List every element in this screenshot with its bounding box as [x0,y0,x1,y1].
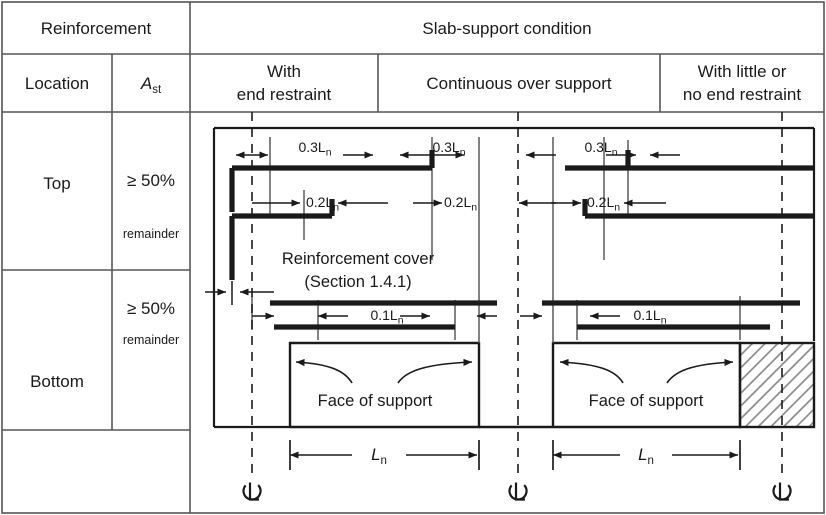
dim-01Ln-labels: 0.1Ln 0.1Ln [370,307,666,327]
dim-label-Ln-1: Ln [371,445,387,467]
top-bars-secondary [229,199,814,280]
dim-label-01Ln-2: 0.1Ln [633,307,666,327]
face-of-support-left-group: Face of support [295,358,473,410]
table-row-bottom: Bottom ≥ 50% remainder [30,299,179,391]
header-col-with-end-restraint-l2: end restraint [237,85,332,104]
span-dim-group [289,440,741,470]
row-top-secondary: remainder [123,227,179,241]
dim-label-02Ln-3: 0.2Ln [587,194,620,214]
slab-outline [212,126,816,429]
header-col-with-end-restraint-l1: With [267,62,301,81]
dim-label-01Ln-1: 0.1Ln [370,307,403,327]
row-top-primary: ≥ 50% [127,171,175,190]
table-header-row1: Reinforcement Slab-support condition [41,19,592,38]
header-location: Location [25,74,89,93]
dim-label-Ln-2: Ln [638,445,654,467]
cover-callout: Reinforcement cover (Section 1.4.1) [282,250,435,291]
dim-label-03Ln-2: 0.3Ln [432,139,465,159]
cover-note-line2: (Section 1.4.1) [304,273,411,291]
dim-03Ln-labels: 0.3Ln 0.3Ln 0.3Ln [298,139,617,159]
face-of-support-label-left: Face of support [318,392,433,410]
leader-left-b [397,358,473,384]
header-col-little-no-restraint-l1: With little or [698,62,787,81]
table-header-row2: Location Ast With end restraint Continuo… [25,62,801,104]
cover-dim-arrows [205,281,274,305]
header-ast: Ast [140,74,162,96]
header-slab-support-condition: Slab-support condition [422,19,591,38]
centerline-symbol-1 [242,481,262,501]
face-of-support-label-right: Face of support [589,392,704,410]
leader-left-a [295,358,353,384]
cover-note-line1: Reinforcement cover [282,250,435,268]
centerline-symbol-3 [772,481,792,501]
support-blocks [288,341,742,429]
header-reinforcement: Reinforcement [41,19,152,38]
row-bottom-primary: ≥ 50% [127,299,175,318]
row-bottom-secondary: remainder [123,333,179,347]
leader-right-b [666,358,734,384]
centerline-symbols [242,481,792,501]
hatched-end-support [738,341,816,429]
span-dim-labels: Ln Ln [371,445,654,467]
face-of-support-right-group: Face of support [559,358,734,410]
dim-label-03Ln-1: 0.3Ln [298,139,331,159]
dim-02Ln-labels: 0.2Ln 0.2Ln 0.2Ln [306,194,620,214]
leader-right-a [559,358,624,384]
header-col-continuous-over-support: Continuous over support [426,74,612,93]
dim-label-03Ln-3: 0.3Ln [584,139,617,159]
header-col-little-no-restraint-l2: no end restraint [683,85,801,104]
dim-label-02Ln-2: 0.2Ln [444,194,477,214]
row-label-bottom: Bottom [30,372,84,391]
support-block-right [551,341,742,429]
bottom-bars [270,300,800,330]
table-row-top: Top ≥ 50% remainder [43,171,179,241]
row-label-top: Top [43,174,70,193]
support-block-left [288,341,481,429]
centerlines [251,112,783,477]
dim-label-02Ln-1: 0.2Ln [306,194,339,214]
centerline-symbol-2 [508,481,528,501]
